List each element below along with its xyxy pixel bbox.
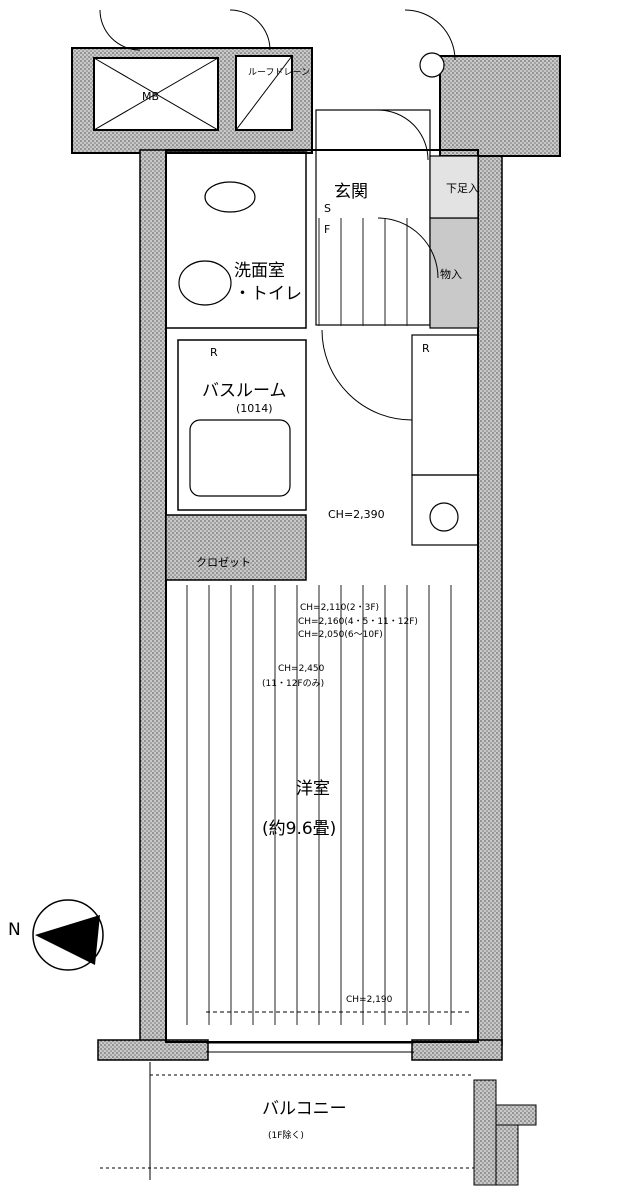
balcony-note: (1F除く) xyxy=(268,1129,304,1141)
north-label: N xyxy=(8,920,21,940)
floorboards xyxy=(182,585,472,1025)
entrance-label: 玄関 xyxy=(334,182,368,202)
duct-label: ルーフドレーン xyxy=(248,68,310,78)
wash-toilet-label-2: ・トイレ xyxy=(234,284,302,304)
r-mark-1: R xyxy=(210,346,218,359)
ceiling-note-3: CH=2,160(4・5・11・12F) xyxy=(298,617,418,627)
ceiling-note-6: (11・12Fのみ) xyxy=(262,678,324,689)
exterior-walls xyxy=(71,47,561,1186)
window-lines xyxy=(100,1011,474,1180)
western-room-label: 洋室 xyxy=(296,779,330,799)
f-mark: F xyxy=(324,223,330,236)
western-room-size: (約9.6畳) xyxy=(262,819,336,839)
ceiling-note-5: CH=2,450 xyxy=(278,664,325,674)
storage-label: 物入 xyxy=(440,267,462,281)
north-compass xyxy=(32,899,104,971)
s-mark: S xyxy=(324,202,331,215)
shoe-storage-label: 下足入 xyxy=(446,182,479,195)
mb-shaft xyxy=(93,55,293,131)
r-mark-2: R xyxy=(422,342,430,355)
wash-toilet-label-1: 洗面室 xyxy=(234,261,285,281)
bath-label: バスルーム xyxy=(202,381,287,401)
ceiling-note-4: CH=2,050(6〜10F) xyxy=(298,630,383,640)
ceiling-note-1: CH=2,390 xyxy=(328,508,385,521)
balcony-label: バルコニー xyxy=(262,1099,347,1119)
ceiling-note-7: CH=2,190 xyxy=(346,995,393,1005)
fixtures xyxy=(178,52,459,532)
ceiling-note-2: CH=2,110(2・3F) xyxy=(300,603,379,613)
bath-size-label: (1014) xyxy=(236,402,273,415)
door-swings xyxy=(99,9,456,421)
closet-label: クロゼット xyxy=(196,556,251,569)
entrance-floorboards xyxy=(318,218,426,326)
mb-label: MB xyxy=(142,90,159,103)
